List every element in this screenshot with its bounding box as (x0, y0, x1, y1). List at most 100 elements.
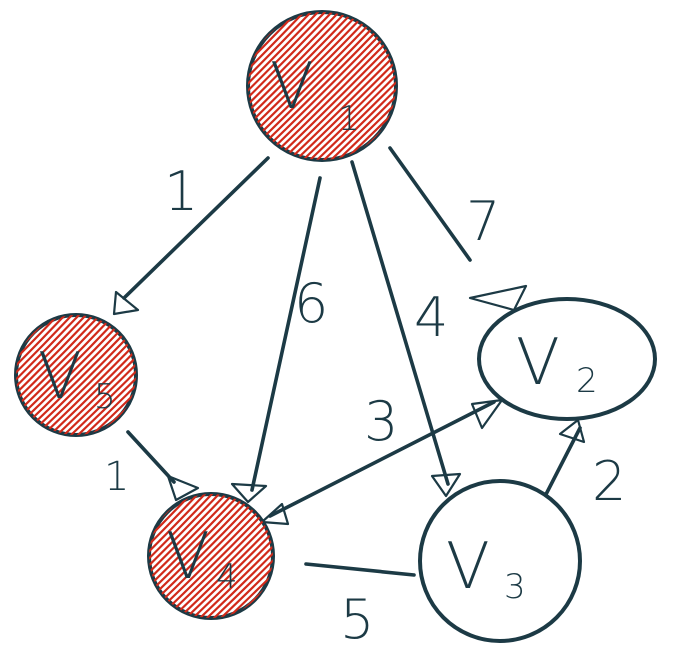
hatch-stroke (16, 315, 102, 435)
hatch-stroke (385, 12, 396, 160)
hatch-stroke (132, 315, 136, 435)
nodes-layer: V 1 V 2 V 3 V 4 V 5 (14, 10, 657, 643)
node-v2-letter: V (516, 326, 560, 400)
hatch-stroke (83, 315, 136, 435)
node-v3-letter: V (446, 530, 490, 604)
node-v5: V 5 (14, 313, 138, 437)
node-v4: V 4 (147, 492, 275, 620)
hatch-stroke (149, 494, 221, 618)
hatch-stroke (16, 315, 67, 435)
arrowhead-v3 (430, 472, 462, 498)
node-v5-subscript: 5 (94, 377, 116, 417)
hatch-stroke (16, 315, 60, 435)
hatch-stroke (62, 315, 136, 435)
hatch-stroke (149, 494, 235, 618)
hatch-stroke (41, 315, 136, 435)
hatch-stroke (149, 494, 165, 618)
hatch-stroke (170, 494, 273, 618)
node-v2-subscript: 2 (576, 361, 598, 401)
weight-v1-v3: 4 (414, 286, 448, 349)
node-v4-letter: V (166, 520, 210, 594)
weights-layer: 1 6 4 7 1 3 2 5 (104, 160, 626, 651)
edge-v1-v4 (250, 176, 322, 492)
arrowhead-v2-from-v4 (470, 398, 504, 430)
hatch-stroke (248, 12, 250, 160)
hatch-stroke (212, 494, 273, 618)
hatch-stroke (149, 494, 242, 618)
hatch-stroke (205, 494, 273, 618)
hatch-stroke (378, 12, 396, 160)
edge-v4-v3 (304, 562, 416, 577)
hatch-stroke (248, 12, 334, 160)
weight-v1-v4: 6 (294, 272, 328, 335)
edge-v1-v2 (388, 146, 472, 262)
hatch-stroke (315, 12, 396, 160)
weight-v2-v4: 3 (364, 390, 398, 453)
hatch-stroke (322, 12, 396, 160)
hatch-stroke (273, 12, 396, 160)
hatch-stroke (343, 12, 396, 160)
hatch-stroke (16, 315, 116, 435)
hatch-stroke (163, 494, 273, 618)
hatch-stroke (34, 315, 136, 435)
hatch-stroke (287, 12, 396, 160)
hatch-stroke (392, 12, 396, 160)
arrowhead-v4-from-v5 (166, 474, 200, 502)
hatch-stroke (233, 494, 273, 618)
hatch-stroke (248, 12, 327, 160)
node-v2: V 2 (477, 297, 657, 421)
hatch-stroke (149, 494, 158, 618)
node-v3: V 3 (418, 479, 582, 643)
hatch-stroke (149, 494, 249, 618)
hatch-stroke (266, 12, 396, 160)
hatch-stroke (248, 12, 376, 160)
hatch-stroke (76, 315, 136, 435)
hatch-stroke (248, 12, 348, 160)
hatch-stroke (308, 12, 396, 160)
arrowhead-v4-from-v1 (230, 482, 268, 504)
hatch-stroke (16, 315, 81, 435)
hatch-stroke (226, 494, 273, 618)
arrowhead-v2-from-v3 (558, 418, 586, 444)
weight-v1-v5: 1 (164, 160, 198, 223)
arrowhead-v4-from-v2 (260, 502, 290, 526)
hatch-stroke (248, 12, 320, 160)
node-v1-letter: V (270, 50, 314, 124)
hatch-stroke (336, 12, 396, 160)
hatch-stroke (294, 12, 396, 160)
weight-v1-v2: 7 (466, 190, 500, 253)
node-v1-subscript: 1 (338, 99, 360, 139)
hatch-stroke (16, 315, 95, 435)
edges-layer (112, 146, 586, 577)
hatch-stroke (248, 12, 264, 160)
hatch-stroke (248, 12, 355, 160)
hatch-stroke (149, 494, 207, 618)
hatch-stroke (149, 494, 200, 618)
edge-v5-v4 (126, 430, 176, 484)
hatch-stroke (268, 494, 273, 618)
hatch-stroke (69, 315, 136, 435)
hatch-stroke (149, 494, 228, 618)
hatch-stroke (149, 494, 256, 618)
edge-v1-v5 (122, 156, 270, 300)
edge-v1-v3 (350, 160, 450, 486)
hatch-stroke (125, 315, 136, 435)
hatch-stroke (248, 12, 341, 160)
hatch-stroke (149, 494, 151, 618)
hatch-stroke (16, 315, 74, 435)
node-v3-subscript: 3 (504, 567, 526, 607)
hatch-stroke (16, 315, 109, 435)
hatch-stroke (184, 494, 273, 618)
node-v5-letter: V (38, 340, 82, 414)
hatch-stroke (177, 494, 273, 618)
hatch-stroke (16, 315, 88, 435)
weight-v4-v3: 5 (340, 588, 374, 651)
hatch-stroke (248, 12, 362, 160)
hatch-stroke (16, 315, 53, 435)
hatch-stroke (16, 315, 18, 435)
node-v1: V 1 (246, 10, 398, 162)
hatch-stroke (149, 494, 214, 618)
hatch-stroke (48, 315, 136, 435)
hatch-stroke (191, 494, 273, 618)
